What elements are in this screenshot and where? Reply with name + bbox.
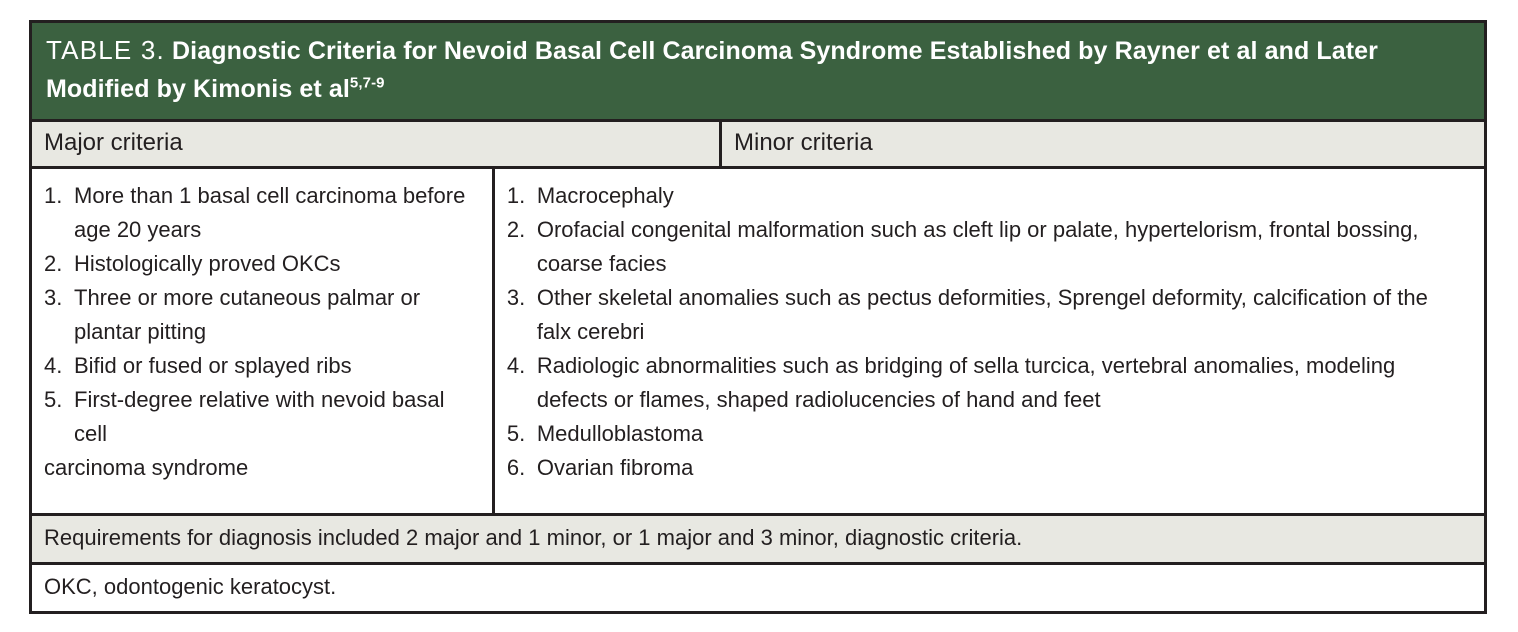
list-item-continuation: carcinoma syndrome <box>44 455 249 480</box>
list-item: 6. Ovarian fibroma <box>507 451 1464 485</box>
minor-criteria-cell: 1. Macrocephaly 2. Orofacial congenital ma… <box>495 169 1484 513</box>
list-item-number: 3. <box>44 285 63 310</box>
requirements-note: Requirements for diagnosis included 2 ma… <box>32 516 1484 565</box>
list-item-text: Orofacial congenital malformation such a… <box>536 217 1419 276</box>
list-item-number: 5. <box>506 421 526 446</box>
list-item: 3. Other skeletal anomalies such as pectu… <box>507 281 1464 349</box>
list-item: 3. Three or more cutaneous palmar or plan… <box>44 281 478 349</box>
list-item-number: 3. <box>506 285 526 310</box>
major-criteria-cell: 1. More than 1 basal cell carcinoma befor… <box>32 169 495 513</box>
column-header-row: Major criteria Minor criteria <box>32 119 1484 169</box>
list-item-number: 4. <box>44 353 63 378</box>
criteria-body-row: 1. More than 1 basal cell carcinoma befor… <box>32 169 1484 516</box>
list-item-number: 6. <box>506 455 526 480</box>
abbreviation-note: OKC, odontogenic keratocyst. <box>32 565 1484 611</box>
list-item: 1. Macrocephaly <box>507 179 1464 213</box>
major-criteria-list: 1. More than 1 basal cell carcinoma befor… <box>44 179 478 485</box>
table-3: TABLE 3. Diagnostic Criteria for Nevoid … <box>29 20 1487 614</box>
list-item: 5. First-degree relative with nevoid basa… <box>44 383 478 485</box>
list-item-text: Three or more cutaneous palmar or planta… <box>74 285 421 344</box>
list-item: 4. Radiologic abnormalities such as bridg… <box>507 349 1464 417</box>
minor-criteria-list: 1. Macrocephaly 2. Orofacial congenital ma… <box>507 179 1464 485</box>
table-title-band: TABLE 3. Diagnostic Criteria for Nevoid … <box>32 23 1484 119</box>
list-item: 2. Orofacial congenital malformation such… <box>507 213 1464 281</box>
list-item-number: 4. <box>506 353 526 378</box>
list-item: 1. More than 1 basal cell carcinoma befor… <box>44 179 478 247</box>
list-item-text: Histologically proved OKCs <box>74 251 341 276</box>
column-header-major: Major criteria <box>32 122 722 166</box>
list-item: 4. Bifid or fused or splayed ribs <box>44 349 478 383</box>
list-item-text: Macrocephaly <box>536 183 674 208</box>
list-item-text: More than 1 basal cell carcinoma before … <box>74 183 466 242</box>
table-title-text: Diagnostic Criteria for Nevoid Basal Cel… <box>46 37 1378 103</box>
list-item: 5. Medulloblastoma <box>507 417 1464 451</box>
table-number-label: TABLE 3. <box>46 35 165 65</box>
list-item-text: Ovarian fibroma <box>536 455 694 480</box>
table-title-superscript: 5,7-9 <box>349 74 385 92</box>
list-item-number: 1. <box>506 183 526 208</box>
list-item-text: Other skeletal anomalies such as pectus … <box>536 285 1428 344</box>
list-item-number: 5. <box>44 387 63 412</box>
list-item-number: 2. <box>44 251 63 276</box>
list-item-text: Radiologic abnormalities such as bridgin… <box>536 353 1396 412</box>
column-header-minor: Minor criteria <box>734 129 873 156</box>
list-item-text: First-degree relative with nevoid basal … <box>74 387 445 446</box>
list-item-number: 1. <box>44 183 63 208</box>
list-item: 2. Histologically proved OKCs <box>44 247 478 281</box>
table-title-main: Diagnostic Criteria for Nevoid Basal Cel… <box>46 37 1378 103</box>
list-item-text: Bifid or fused or splayed ribs <box>74 353 352 378</box>
list-item-number: 2. <box>506 217 526 242</box>
list-item-text: Medulloblastoma <box>536 421 704 446</box>
